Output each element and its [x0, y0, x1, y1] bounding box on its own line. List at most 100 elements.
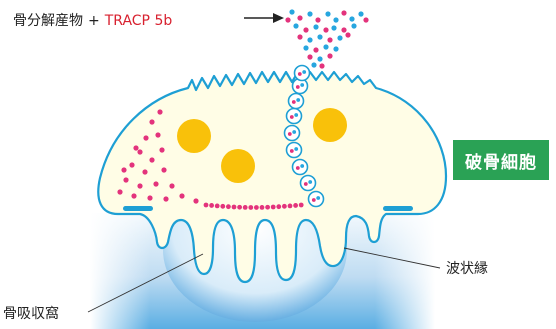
- released-particle: [325, 11, 330, 16]
- vesicle-pink-dot: [296, 85, 300, 89]
- ruffled-border-label: 波状縁: [446, 258, 488, 278]
- released-particle: [351, 23, 356, 28]
- degradation-product-dot: [147, 195, 152, 200]
- vesicle: [285, 126, 300, 141]
- released-particle: [341, 27, 346, 32]
- released-particle: [313, 24, 318, 29]
- degradation-product-dot: [163, 196, 168, 201]
- released-particle: [331, 25, 336, 30]
- released-particle: [289, 9, 294, 14]
- nucleus: [313, 108, 347, 142]
- vesicle-blue-dot: [292, 130, 296, 134]
- degradation-product-dot: [137, 183, 142, 188]
- vesicle-blue-dot: [294, 113, 298, 117]
- vesicle-pink-dot: [298, 72, 302, 76]
- degradation-product-dot: [226, 204, 231, 209]
- degradation-product-dot: [133, 145, 138, 150]
- degradation-product-dot: [293, 203, 298, 208]
- released-particle: [333, 17, 338, 22]
- released-particle: [303, 27, 308, 32]
- vesicle-pink-dot: [290, 149, 294, 153]
- vesicle: [293, 160, 308, 175]
- released-particle: [317, 56, 322, 61]
- degradation-product-dot: [129, 162, 134, 167]
- degradation-product-dot: [117, 189, 122, 194]
- degradation-product-dot: [149, 119, 154, 124]
- released-particle: [307, 54, 312, 59]
- released-particle: [313, 47, 318, 52]
- released-particle: [337, 35, 342, 40]
- released-products-caption: 骨分解産物 + TRACP 5b: [13, 10, 172, 30]
- degradation-product-dot: [265, 205, 270, 210]
- nucleus: [177, 119, 211, 153]
- released-particle: [327, 37, 332, 42]
- degradation-product-dot: [143, 135, 148, 140]
- degradation-product-dot: [161, 167, 166, 172]
- degradation-product-dot: [237, 205, 242, 210]
- degradation-product-dot: [137, 149, 142, 154]
- released-particle: [311, 62, 316, 67]
- degradation-product-dot: [215, 204, 220, 209]
- vesicle: [289, 94, 304, 109]
- vesicle-pink-dot: [290, 115, 294, 119]
- caption-plus: +: [88, 13, 100, 29]
- released-particle: [315, 17, 320, 22]
- degradation-product-dot: [276, 204, 281, 209]
- degradation-product-dot: [179, 193, 184, 198]
- released-particle: [307, 11, 312, 16]
- osteoclast-badge: 破骨細胞: [453, 140, 549, 180]
- vesicle-blue-dot: [296, 98, 300, 102]
- released-particle: [349, 16, 354, 21]
- vesicle-pink-dot: [296, 166, 300, 170]
- degradation-product-dot: [282, 204, 287, 209]
- sealing-zone-left: [123, 206, 153, 211]
- vesicle-blue-dot: [300, 164, 304, 168]
- vesicle-pink-dot: [292, 100, 296, 104]
- released-particle: [297, 34, 302, 39]
- released-particle: [317, 34, 322, 39]
- degradation-product-dot: [157, 109, 162, 114]
- vesicle-pink-dot: [312, 198, 316, 202]
- degradation-product-dot: [209, 203, 214, 208]
- released-particle: [345, 32, 350, 37]
- caption-degradation-products: 骨分解産物: [13, 13, 83, 29]
- degradation-product-dot: [204, 203, 209, 208]
- degradation-product-dot: [288, 204, 293, 209]
- released-particle: [293, 23, 298, 28]
- released-particle: [341, 10, 346, 15]
- degradation-product-dot: [121, 167, 126, 172]
- caption-tracp: TRACP 5b: [105, 13, 173, 29]
- degradation-product-dot: [254, 205, 259, 210]
- released-particle: [297, 15, 302, 20]
- vesicle: [295, 66, 310, 81]
- vesicle-pink-dot: [288, 132, 292, 136]
- degradation-product-dot: [123, 177, 128, 182]
- vesicle-blue-dot: [294, 147, 298, 151]
- released-particle: [303, 45, 308, 50]
- vesicle-blue-dot: [316, 196, 320, 200]
- vesicle-blue-dot: [300, 83, 304, 87]
- released-particle: [285, 17, 290, 22]
- degradation-product-dot: [149, 157, 154, 162]
- degradation-product-dot: [299, 203, 304, 208]
- degradation-product-dot: [260, 205, 265, 210]
- released-particle: [319, 63, 324, 68]
- degradation-product-dot: [153, 181, 158, 186]
- vesicle: [287, 143, 302, 158]
- degradation-product-dot: [155, 132, 160, 137]
- degradation-product-dot: [243, 205, 248, 210]
- degradation-product-dot: [220, 204, 225, 209]
- sealing-zone-right: [383, 206, 413, 211]
- released-particle: [323, 27, 328, 32]
- vesicle: [287, 109, 302, 124]
- degradation-product-dot: [193, 198, 198, 203]
- released-particle: [358, 11, 363, 16]
- vesicle: [301, 176, 316, 191]
- degradation-product-dot: [248, 205, 253, 210]
- nucleus: [221, 149, 255, 183]
- vesicle-blue-dot: [308, 180, 312, 184]
- released-particle: [363, 17, 368, 22]
- released-particle: [327, 53, 332, 58]
- degradation-product-dot: [142, 169, 147, 174]
- vesicle-pink-dot: [304, 182, 308, 186]
